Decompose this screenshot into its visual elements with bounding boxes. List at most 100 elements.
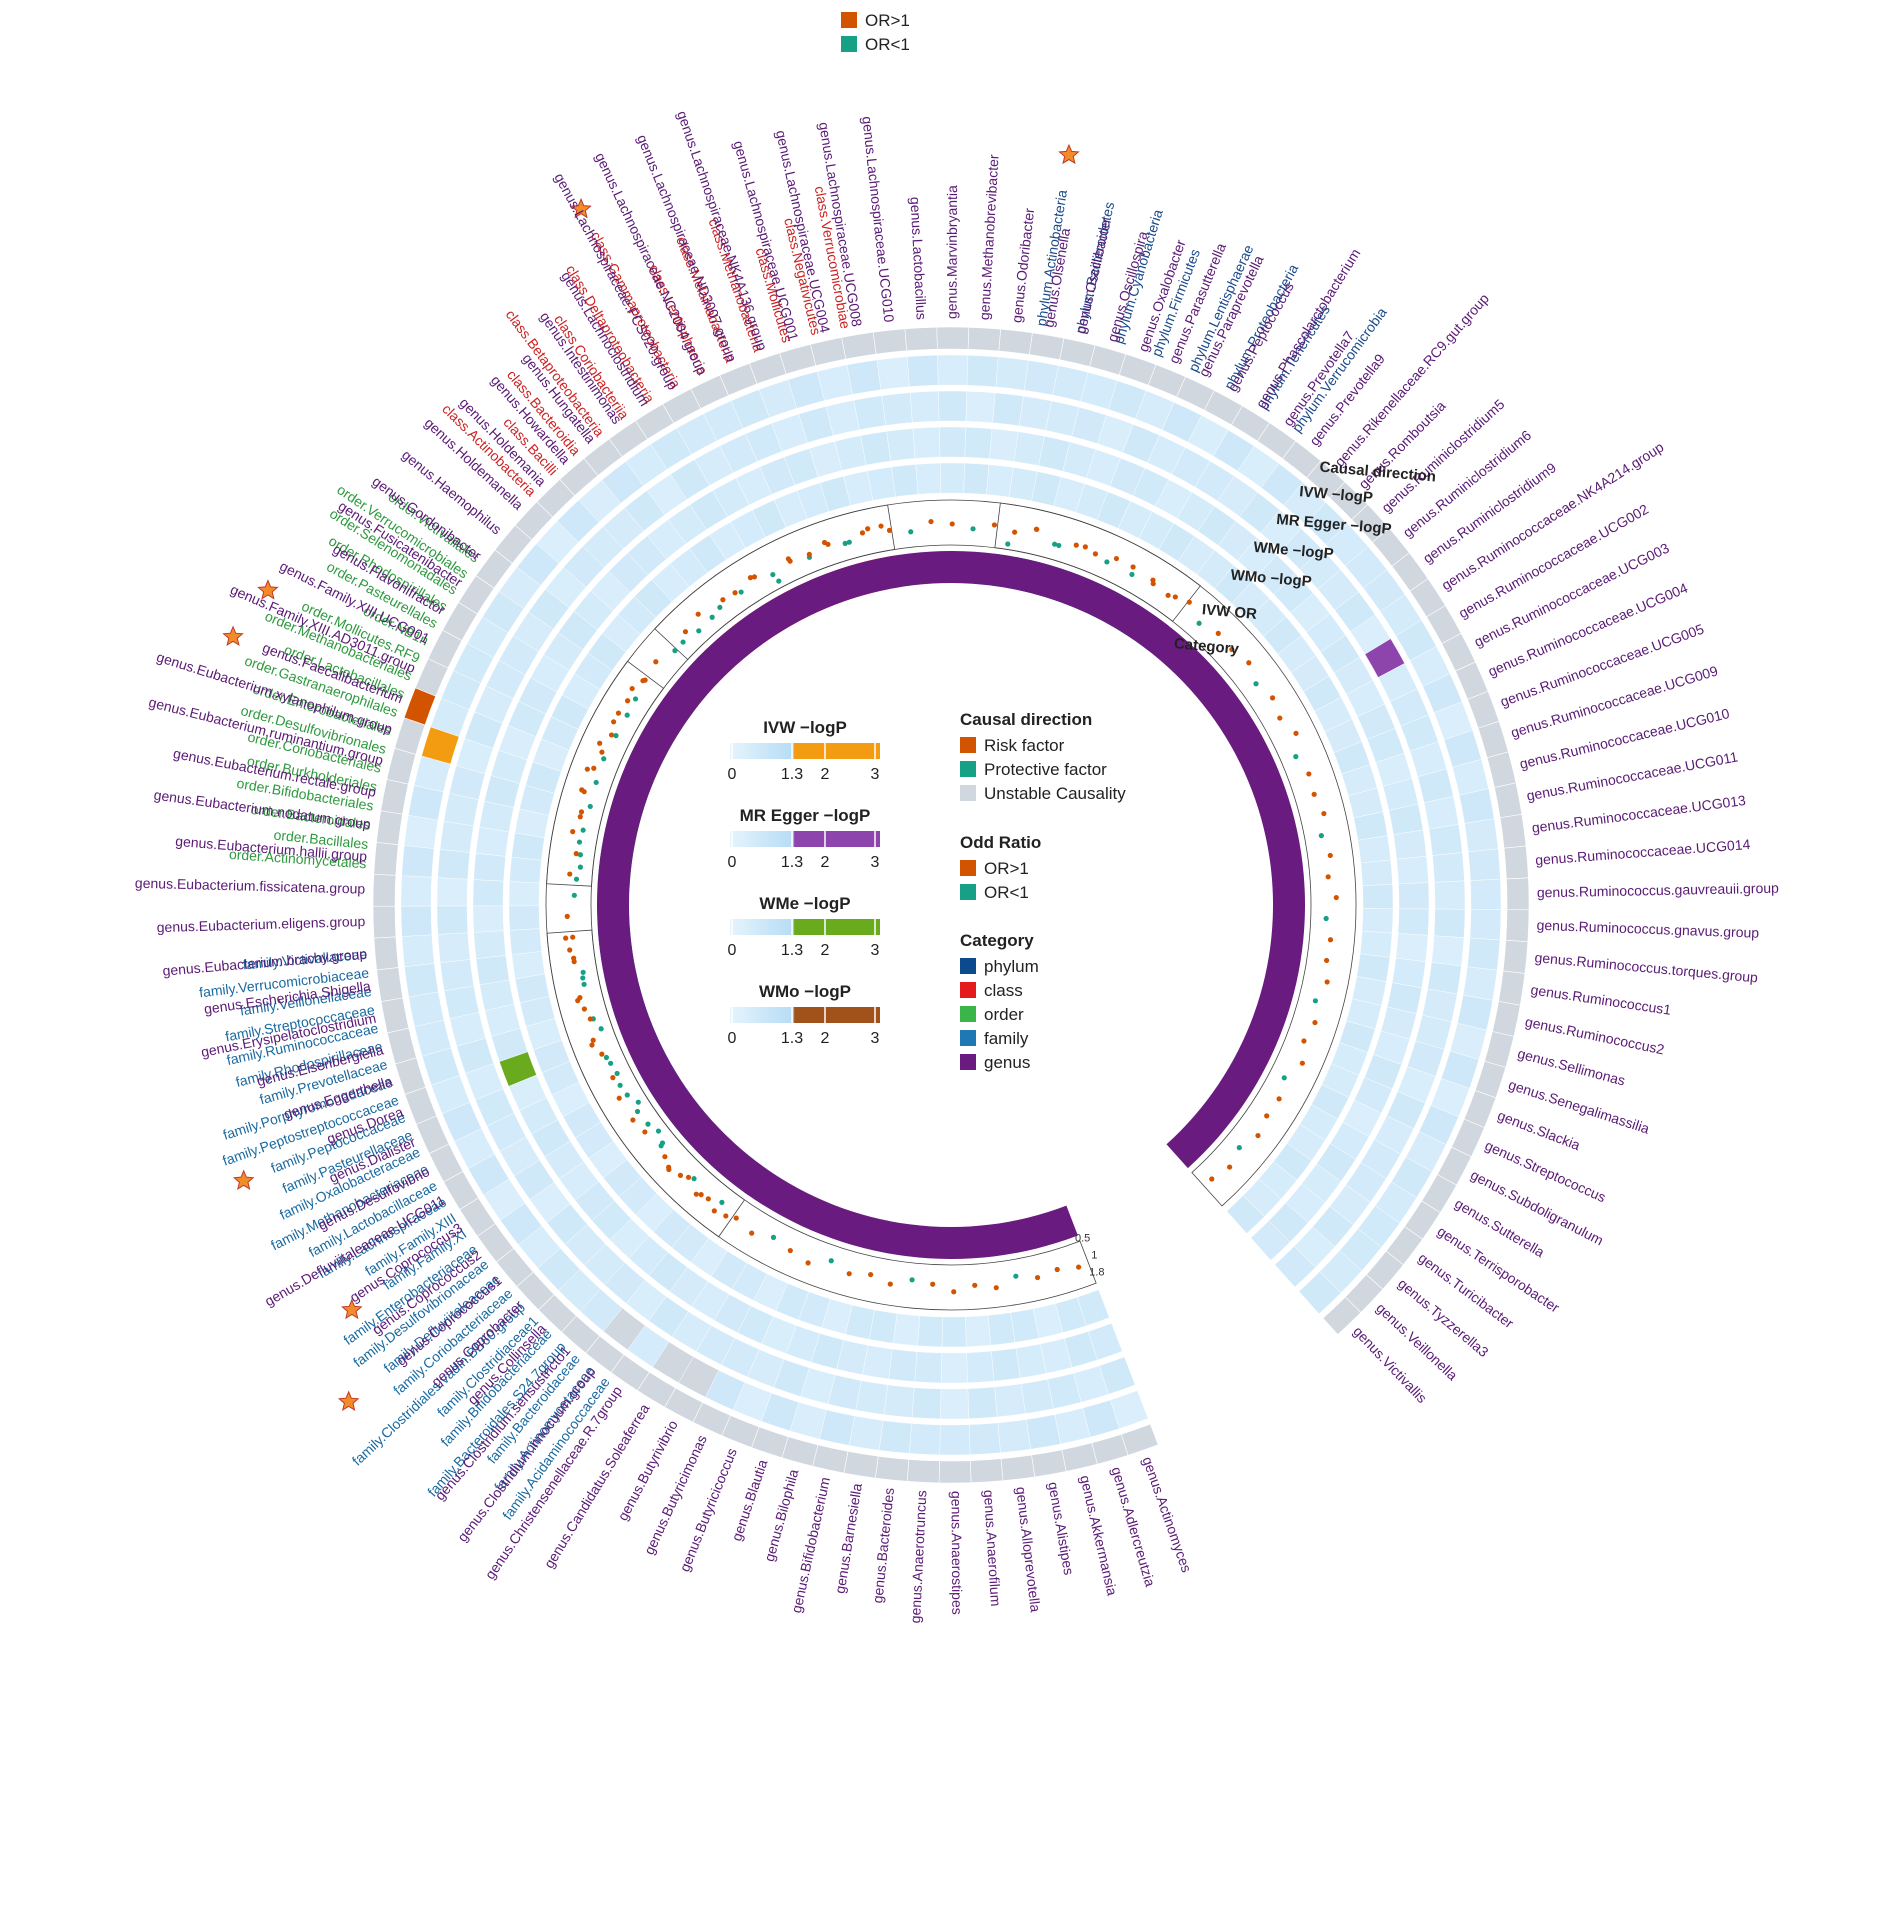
causal-cell	[904, 326, 938, 352]
or-point	[584, 766, 590, 772]
or-point	[1293, 754, 1299, 760]
wme-cell	[1398, 882, 1430, 910]
taxon-label: genus.Methanobrevibacter	[976, 154, 1002, 321]
or-point	[653, 659, 659, 665]
or-point	[685, 1174, 692, 1180]
or-point	[601, 756, 607, 762]
ivw-cell	[909, 1423, 941, 1456]
causal-cell	[875, 1455, 910, 1482]
or-point	[1246, 660, 1252, 666]
wmo-cell	[986, 464, 1014, 498]
legend-swatch	[960, 737, 976, 753]
taxon-label: genus.Ruminococcus1	[1530, 981, 1673, 1018]
or-point	[705, 1196, 711, 1202]
causal-cell	[1499, 813, 1527, 849]
egger-cell	[437, 932, 471, 963]
causal-cell	[779, 343, 817, 375]
significance-star-icon	[341, 1298, 363, 1320]
or-point	[1293, 730, 1299, 736]
or-point	[711, 1208, 717, 1214]
causal-cell	[843, 1451, 879, 1479]
heat-legend-title: IVW −logP	[763, 718, 847, 737]
wmo-cell	[1362, 884, 1394, 909]
or-point	[951, 1289, 957, 1295]
legend-swatch	[960, 1030, 976, 1046]
egger-cell	[911, 1387, 942, 1420]
causal-cell	[380, 997, 410, 1034]
wme-cell	[939, 426, 966, 458]
or-point	[597, 740, 603, 746]
heat-legend-tick-label: 3	[871, 766, 880, 783]
causal-cell	[1506, 877, 1530, 911]
or-point	[972, 1282, 978, 1288]
or-point	[1227, 1164, 1233, 1170]
or-point	[655, 1128, 662, 1134]
significance-star-icon	[257, 579, 279, 600]
ivw-cell	[401, 934, 435, 967]
legend-swatch	[960, 1054, 976, 1070]
wme-cell	[991, 1348, 1021, 1382]
or-point	[1215, 630, 1221, 636]
causal-cell	[872, 328, 908, 355]
wmo-cell	[1357, 835, 1391, 864]
or-point	[1255, 1132, 1261, 1139]
heat-legend-title: WMo −logP	[759, 982, 851, 1001]
or-point	[1236, 1145, 1242, 1151]
legend-label: family	[984, 1029, 1029, 1048]
or-point	[599, 749, 605, 755]
legend-label: genus	[984, 1053, 1030, 1072]
or-point	[909, 1277, 915, 1283]
or-point	[1113, 555, 1120, 562]
legend-swatch	[960, 982, 976, 998]
wme-cell	[1250, 1220, 1291, 1261]
heat-legend-tick-label: 0	[728, 854, 737, 871]
or-point	[598, 1026, 604, 1032]
egger-cell	[881, 392, 913, 426]
or-point	[825, 541, 831, 547]
causal-cell	[1061, 1442, 1098, 1472]
taxon-label: genus.Anaerotruncus	[907, 1490, 929, 1624]
or-point	[613, 733, 619, 739]
heat-legend-tick-label: 2	[821, 766, 830, 783]
taxon-label: genus.Marvinbryantia	[944, 185, 960, 319]
or-point	[787, 1247, 793, 1254]
heat-legend-bar	[730, 743, 880, 759]
or-point	[563, 935, 569, 941]
taxon-label: genus.Eubacterium.eligens.group	[156, 913, 365, 935]
or-point	[578, 809, 585, 815]
significance-star-icon	[232, 1169, 255, 1190]
or-point	[1130, 564, 1136, 570]
or-point	[591, 765, 597, 771]
or-point	[571, 955, 577, 961]
taxon-label: genus.Alistipes	[1045, 1481, 1077, 1577]
or-point	[1165, 592, 1171, 598]
wmo-cell	[1359, 930, 1393, 958]
egger-cell	[940, 1388, 970, 1420]
or-point	[747, 575, 754, 581]
or-point	[581, 981, 587, 987]
taxon-label: genus.Subdoligranulum	[1468, 1166, 1606, 1248]
taxon-label: genus.Bacteroides	[869, 1487, 897, 1604]
track-name-label: Category	[1173, 635, 1240, 658]
group-genus	[372, 326, 1530, 1484]
or-point	[630, 1117, 636, 1123]
or-point	[1327, 937, 1334, 943]
significance-star-icon	[570, 197, 592, 219]
or-point	[865, 526, 871, 532]
egger-cell	[1431, 935, 1465, 967]
causal-cell	[906, 1459, 940, 1484]
or-point	[599, 1051, 605, 1057]
or-point	[614, 1070, 620, 1077]
track-name-label: IVW −logP	[1299, 483, 1374, 506]
taxon-label: genus.Bilophila	[761, 1467, 802, 1563]
heat-legend-tick-label: 0	[728, 942, 737, 959]
causal-cell	[1477, 720, 1509, 759]
ivw-cell	[1467, 937, 1501, 971]
heat-legend-tick-label: 2	[821, 1030, 830, 1047]
taxon-label: genus.Lactobacillus	[907, 196, 929, 320]
wme-cell	[886, 428, 916, 462]
ivw-cell	[968, 1422, 1001, 1455]
egger-cell	[440, 959, 475, 992]
legend-label: class	[984, 981, 1023, 1000]
or-point	[581, 1006, 587, 1012]
